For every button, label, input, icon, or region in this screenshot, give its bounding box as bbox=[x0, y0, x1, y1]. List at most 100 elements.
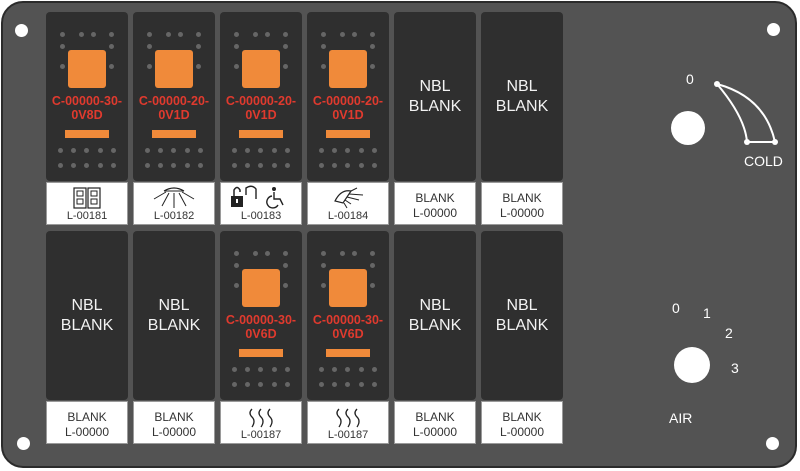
indicator-dot bbox=[253, 251, 258, 256]
nbl-line: NBL bbox=[506, 296, 538, 314]
indicator-dot bbox=[253, 32, 258, 37]
indicator-dot bbox=[283, 64, 288, 69]
label-code: L-00187 bbox=[240, 429, 282, 441]
indicator-dot bbox=[321, 263, 326, 268]
temperature-knob[interactable] bbox=[671, 111, 705, 145]
temp-zero-label: 0 bbox=[686, 71, 694, 87]
indicator-dot bbox=[359, 163, 364, 168]
switch-code: C-00000-20-0V1D bbox=[303, 94, 393, 122]
blank-line: BLANK bbox=[495, 97, 549, 115]
indicator-dot bbox=[283, 263, 288, 268]
indicator-dot bbox=[111, 163, 116, 168]
indicator-dot bbox=[272, 148, 277, 153]
switch-label-card: L-00183 bbox=[220, 182, 302, 225]
rocker-switch-lit[interactable]: C-00000-30-0V6D L-00187 bbox=[307, 231, 389, 444]
switch-code-line: 0V6D bbox=[245, 327, 277, 341]
indicator-dot bbox=[234, 283, 239, 288]
dome-light-icon bbox=[151, 187, 197, 209]
air-setting-0: 0 bbox=[672, 300, 680, 316]
blank-plate-text: NBL BLANK bbox=[481, 231, 563, 400]
indicator-dot bbox=[71, 148, 76, 153]
indicator-dot bbox=[185, 163, 190, 168]
heat-icon bbox=[333, 408, 363, 428]
switch-code-line: C-00000-30- bbox=[225, 313, 297, 327]
indicator-dot bbox=[359, 382, 364, 387]
indicator-dot bbox=[145, 163, 150, 168]
switch-code-line: C-00000-30- bbox=[51, 94, 123, 108]
indicator-lamp bbox=[329, 50, 367, 88]
indicator-dot bbox=[372, 382, 377, 387]
air-setting-2: 2 bbox=[725, 325, 733, 341]
blank-line: BLANK bbox=[408, 316, 462, 334]
indicator-dot bbox=[285, 367, 290, 372]
indicator-dot bbox=[332, 382, 337, 387]
blank-line: BLANK bbox=[147, 316, 201, 334]
rocker-switch-lit[interactable]: C-00000-30-0V6D L-00187 bbox=[220, 231, 302, 444]
air-setting-1: 1 bbox=[703, 305, 711, 321]
indicator-dot bbox=[321, 44, 326, 49]
switch-code: C-00000-30-0V8D bbox=[42, 94, 132, 122]
indicator-dot bbox=[272, 382, 277, 387]
switch-code-line: 0V1D bbox=[332, 108, 364, 122]
indicator-dot bbox=[84, 148, 89, 153]
switch-code-line: 0V8D bbox=[71, 108, 103, 122]
indicator-dot bbox=[372, 163, 377, 168]
label-code: L-00184 bbox=[327, 210, 369, 222]
indicator-dot bbox=[232, 163, 237, 168]
switch-label-card: L-00182 bbox=[133, 182, 215, 225]
indicator-dot bbox=[345, 382, 350, 387]
indicator-dot bbox=[71, 163, 76, 168]
indicator-dot bbox=[234, 251, 239, 256]
indicator-dot bbox=[345, 367, 350, 372]
nbl-line: NBL bbox=[158, 296, 190, 314]
indicator-dot bbox=[60, 64, 65, 69]
indicator-dot bbox=[265, 32, 270, 37]
indicator-dot bbox=[147, 44, 152, 49]
indicator-dot bbox=[372, 148, 377, 153]
mount-hole-bottom-right bbox=[766, 437, 779, 450]
indicator-dot bbox=[345, 163, 350, 168]
indicator-dot bbox=[198, 163, 203, 168]
indicator-dot bbox=[258, 367, 263, 372]
indicator-dot bbox=[60, 44, 65, 49]
indicator-dot bbox=[352, 251, 357, 256]
rocker-switch-lit[interactable]: C-00000-30-0V8D L-00181 bbox=[46, 12, 128, 225]
indicator-dot bbox=[158, 148, 163, 153]
label-code: L-00183 bbox=[240, 210, 282, 222]
indicator-dot bbox=[283, 44, 288, 49]
indicator-dot bbox=[109, 44, 114, 49]
switch-code-line: 0V1D bbox=[158, 108, 190, 122]
indicator-dot bbox=[234, 263, 239, 268]
indicator-lamp bbox=[242, 50, 280, 88]
mount-hole-top-left bbox=[15, 24, 28, 37]
switch-label-card: L-00187 bbox=[307, 401, 389, 444]
indicator-dot bbox=[232, 367, 237, 372]
indicator-dot bbox=[234, 44, 239, 49]
rocker-switch-lit[interactable]: C-00000-20-0V1D L-00182 bbox=[133, 12, 215, 225]
indicator-dot bbox=[196, 44, 201, 49]
indicator-dot bbox=[332, 367, 337, 372]
lock-wheelchair-icon bbox=[230, 185, 292, 209]
indicator-dot bbox=[319, 163, 324, 168]
indicator-dot bbox=[283, 32, 288, 37]
air-label: AIR bbox=[669, 410, 693, 426]
switch-label-card: L-00184 bbox=[307, 182, 389, 225]
rocker-switch-lit[interactable]: C-00000-20-0V1D L-00183 bbox=[220, 12, 302, 225]
label-code: L-00182 bbox=[153, 210, 195, 222]
indicator-lamp bbox=[155, 50, 193, 88]
indicator-dot bbox=[340, 251, 345, 256]
rocker-switch-lit[interactable]: C-00000-20-0V1D L-00184 bbox=[307, 12, 389, 225]
indicator-dot bbox=[345, 148, 350, 153]
indicator-dot bbox=[234, 32, 239, 37]
air-knob[interactable] bbox=[674, 347, 710, 383]
